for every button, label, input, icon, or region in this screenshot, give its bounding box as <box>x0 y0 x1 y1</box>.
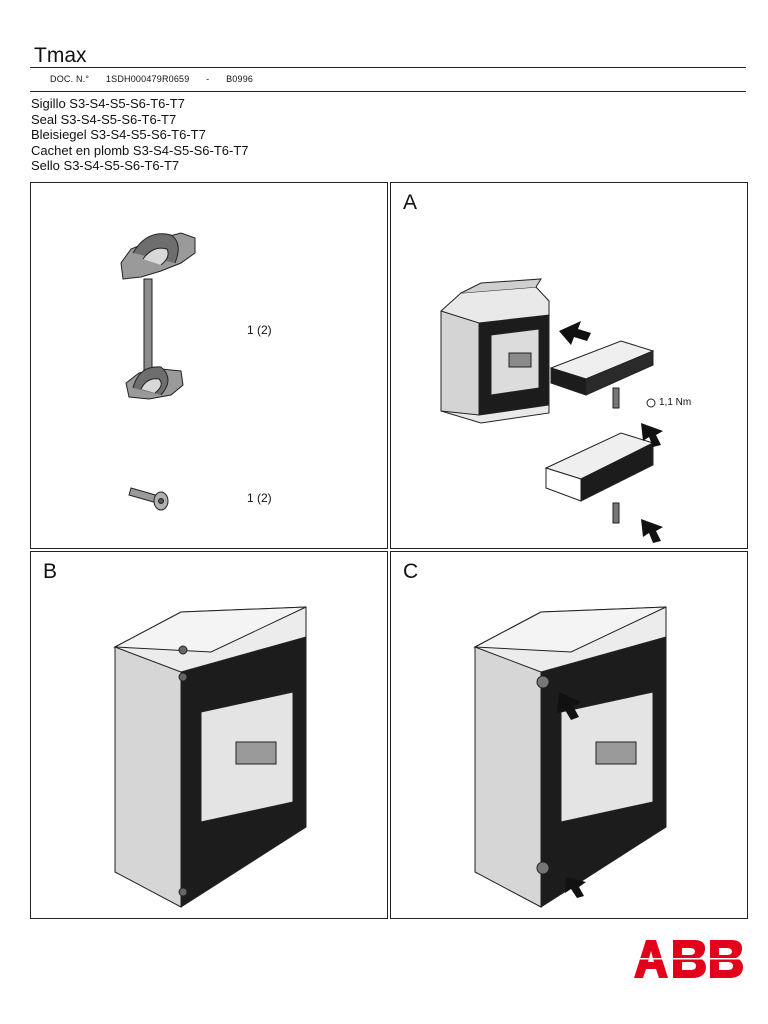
parts-panel: 1 (2) 1 (2) <box>30 182 388 549</box>
seal-and-screw-drawing <box>120 232 196 511</box>
doc-label: DOC. N.° <box>50 74 90 84</box>
seal-wire-icon <box>120 232 196 400</box>
title-english: Seal S3-S4-S5-S6-T6-T7 <box>31 111 177 127</box>
doc-revision: B0996 <box>226 74 254 84</box>
torque-value: 1,1 Nm <box>659 397 692 408</box>
panel-a-letter: A <box>403 191 418 214</box>
panel-b: B <box>30 551 388 919</box>
brand-title: Tmax <box>34 44 87 67</box>
panel-c-letter: C <box>403 560 419 583</box>
seal-pin-icon <box>536 675 550 875</box>
panel-c: C <box>390 551 748 919</box>
product-titles: Sigillo S3-S4-S5-S6-T6-T7 Seal S3-S4-S5-… <box>31 96 248 174</box>
screw-icon <box>128 487 169 511</box>
arrow-icon <box>557 692 586 898</box>
small-seal-icon <box>612 387 620 524</box>
upper-terminal-cover-icon <box>549 340 655 396</box>
breaker-sealed-drawing-b <box>113 606 307 908</box>
doc-separator: - <box>206 74 210 84</box>
abb-logo <box>632 940 746 978</box>
panel-a: A 1,1 Nm <box>390 182 748 549</box>
arrow-icon <box>559 321 663 543</box>
title-german: Bleisiegel S3-S4-S5-S6-T6-T7 <box>31 127 206 142</box>
breaker-with-covers-drawing <box>440 278 663 543</box>
seal-quantity: 1 (2) <box>247 323 272 337</box>
torque-icon <box>646 398 656 408</box>
panel-b-letter: B <box>43 560 58 583</box>
title-spanish: Sello S3-S4-S5-S6-T6-T7 <box>31 158 180 173</box>
header-rule-top <box>30 67 746 68</box>
header-rule-bottom <box>30 91 746 92</box>
breaker-sealed-drawing-c <box>473 606 667 908</box>
title-french: Cachet en plomb S3-S4-S5-S6-T6-T7 <box>31 142 249 158</box>
lower-terminal-cover-icon <box>544 432 655 502</box>
title-italian: Sigillo S3-S4-S5-S6-T6-T7 <box>31 96 185 111</box>
doc-number: 1SDH000479R0659 <box>105 74 190 84</box>
seal-pin-icon <box>178 645 188 897</box>
doc-info-line: DOC. N.° 1SDH000479R0659 - B0996 <box>50 74 267 84</box>
screw-quantity: 1 (2) <box>247 491 272 505</box>
